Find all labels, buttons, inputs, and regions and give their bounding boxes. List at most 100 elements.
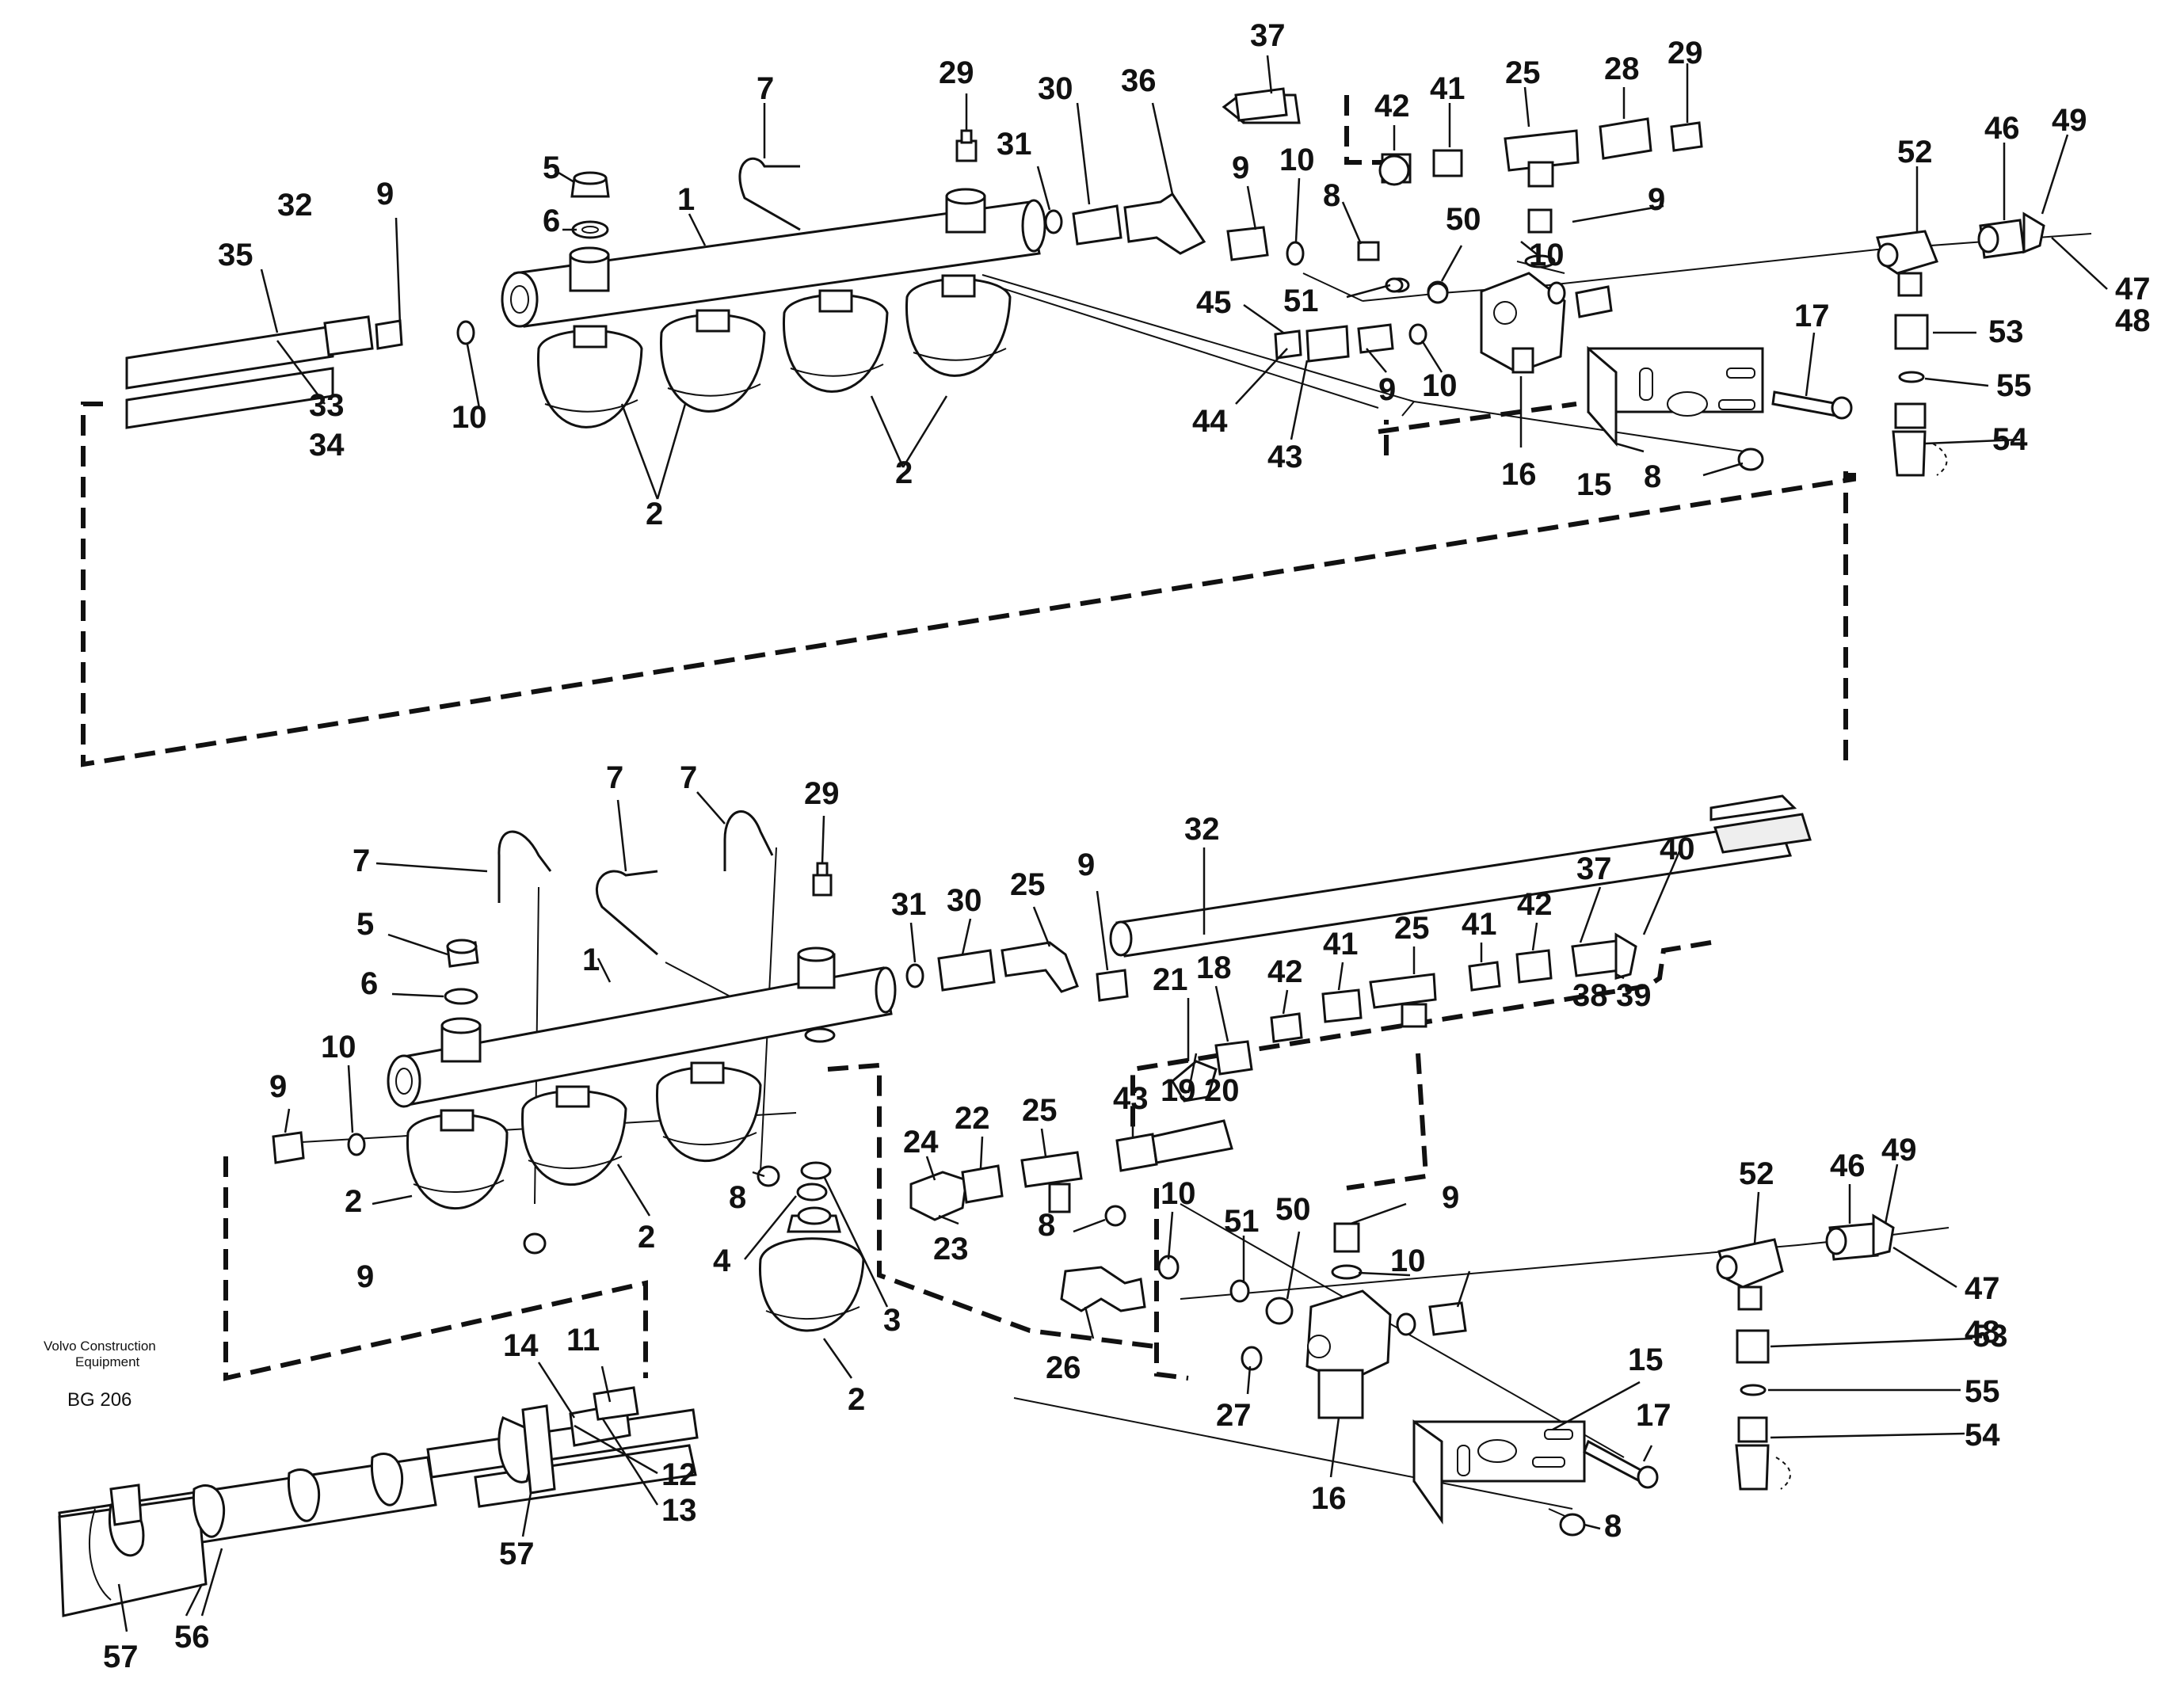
callout-57: 57: [103, 1640, 139, 1674]
callout-24: 24: [903, 1125, 939, 1160]
callout-36: 36: [1121, 63, 1157, 98]
accumulators-2-lower: [406, 1061, 865, 1332]
callout-23: 23: [933, 1232, 969, 1266]
callout-8: 8: [1644, 459, 1661, 494]
upper-assembly: [125, 87, 2092, 477]
callout-8: 8: [1038, 1208, 1055, 1243]
callout-17: 17: [1794, 299, 1830, 333]
callout-28: 28: [1604, 51, 1640, 86]
callout-54: 54: [1965, 1418, 2000, 1453]
callout-48: 48: [2115, 303, 2151, 338]
callout-51: 51: [1224, 1204, 1260, 1239]
callout-2: 2: [646, 497, 663, 531]
callout-47: 47: [1965, 1271, 2000, 1306]
callout-8: 8: [1604, 1509, 1622, 1544]
callout-9: 9: [1648, 182, 1665, 217]
callout-15: 15: [1576, 467, 1612, 502]
callout-29: 29: [939, 55, 974, 90]
callout-6: 6: [360, 966, 378, 1001]
callout-10: 10: [1422, 368, 1458, 403]
connection-dashed-line: [81, 402, 1856, 767]
callout-9: 9: [1442, 1180, 1459, 1215]
callout-30: 30: [1038, 71, 1073, 106]
callout-2: 2: [345, 1184, 362, 1219]
callout-41: 41: [1462, 907, 1497, 942]
callout-32: 32: [1184, 812, 1220, 847]
callout-47: 47: [2115, 272, 2151, 307]
caption-code: BG 206: [67, 1389, 131, 1411]
callout-8: 8: [1323, 178, 1340, 213]
callout-21: 21: [1153, 962, 1188, 997]
callout-5: 5: [543, 150, 560, 185]
callout-10: 10: [452, 400, 487, 435]
callout-53: 53: [1988, 314, 2024, 349]
callout-55: 55: [1996, 368, 2032, 403]
callout-41: 41: [1323, 927, 1359, 962]
callout-1: 1: [677, 182, 695, 217]
callout-43: 43: [1267, 440, 1303, 474]
callout-1: 1: [582, 943, 600, 977]
callout-50: 50: [1275, 1192, 1311, 1227]
callout-27: 27: [1216, 1398, 1252, 1433]
callout-49: 49: [1881, 1133, 1917, 1167]
callout-15: 15: [1628, 1343, 1664, 1377]
hose-assembly: [58, 1386, 699, 1617]
callout-29: 29: [1668, 36, 1703, 70]
callout-9: 9: [1077, 847, 1095, 882]
callout-44: 44: [1192, 404, 1228, 439]
callout-17: 17: [1636, 1398, 1671, 1433]
callout-10: 10: [1390, 1243, 1426, 1278]
callout-30: 30: [947, 883, 982, 918]
callout-25: 25: [1394, 911, 1430, 946]
callout-9: 9: [1232, 150, 1249, 185]
pipe-32-upper: [125, 315, 475, 429]
callout-41: 41: [1430, 71, 1466, 106]
callout-31: 31: [997, 127, 1032, 162]
callout-48: 48: [1965, 1315, 2000, 1350]
callout-52: 52: [1739, 1156, 1774, 1191]
callout-43: 43: [1113, 1081, 1149, 1116]
callout-32: 32: [277, 188, 313, 223]
callout-2: 2: [848, 1382, 865, 1417]
callout-leaders: [117, 55, 2108, 1632]
callout-40: 40: [1660, 832, 1695, 866]
callout-46: 46: [1830, 1148, 1866, 1183]
publisher-caption: Volvo Construction Equipment BG 206: [44, 1339, 156, 1411]
callout-37: 37: [1576, 851, 1612, 886]
callout-33: 33: [309, 388, 345, 423]
callout-42: 42: [1374, 89, 1410, 124]
callout-55: 55: [1965, 1374, 2000, 1409]
callout-6: 6: [543, 204, 560, 238]
callout-19: 19: [1161, 1073, 1196, 1108]
callout-7: 7: [606, 760, 623, 795]
callout-25: 25: [1022, 1093, 1058, 1128]
manifold-tube-1-upper: [501, 188, 1046, 328]
callout-25: 25: [1010, 867, 1046, 902]
callout-51: 51: [1283, 284, 1319, 318]
callout-8: 8: [729, 1180, 746, 1215]
callout-10: 10: [321, 1030, 356, 1064]
callout-9: 9: [269, 1069, 287, 1104]
callout-16: 16: [1501, 457, 1537, 492]
callout-54: 54: [1992, 422, 2028, 457]
callout-2: 2: [638, 1220, 655, 1255]
callout-50: 50: [1446, 202, 1481, 237]
callout-2: 2: [895, 455, 913, 490]
callout-42: 42: [1517, 887, 1553, 922]
callout-labels: 37 29 42 41 25 28 29 7 29 30 36 31 52 46…: [103, 18, 2151, 1674]
callout-13: 13: [661, 1493, 697, 1528]
callout-10: 10: [1279, 143, 1315, 177]
callout-10: 10: [1161, 1176, 1196, 1211]
callout-14: 14: [503, 1328, 539, 1363]
callout-45: 45: [1196, 285, 1232, 320]
callout-57: 57: [499, 1537, 535, 1571]
callout-42: 42: [1267, 954, 1303, 989]
callout-7: 7: [680, 760, 697, 795]
caption-maker: Volvo Construction: [44, 1339, 156, 1354]
callout-26: 26: [1046, 1350, 1081, 1385]
callout-38: 38: [1572, 978, 1608, 1013]
lower-assembly: [223, 794, 1950, 1537]
callout-5: 5: [356, 907, 374, 942]
callout-22: 22: [955, 1101, 990, 1136]
